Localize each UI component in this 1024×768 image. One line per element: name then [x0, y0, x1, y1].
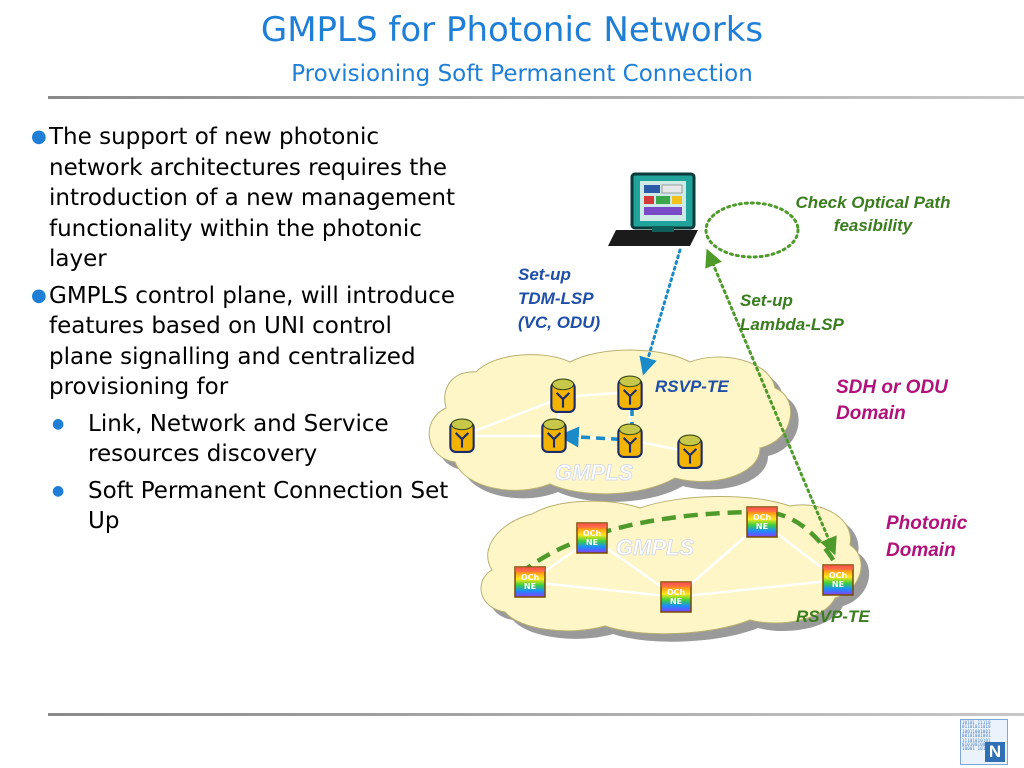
- rsvp-te-label-top: RSVP-TE: [655, 377, 729, 396]
- bullet-dot-icon: ●: [52, 415, 65, 432]
- check-label-line1: Check Optical Path: [796, 193, 951, 212]
- management-workstation-icon: [608, 172, 698, 246]
- sub-bullet-text: Link, Network and Service resources disc…: [88, 410, 389, 468]
- setup-lambda-line1: Set-up: [740, 291, 793, 310]
- och-node: OCh NE: [822, 564, 854, 596]
- company-logo: 10101 11110 01101011010 10011001001 0010…: [960, 719, 1008, 765]
- slide-subtitle: Provisioning Soft Permanent Connection: [291, 61, 753, 87]
- feasibility-loop: [704, 201, 800, 259]
- bullet-dot-icon: ●: [31, 284, 47, 306]
- bullet-item: ● The support of new photonic network ar…: [28, 122, 460, 275]
- bullet-text: GMPLS control plane, will introduce feat…: [49, 282, 456, 401]
- setup-tdm-label: Set-up TDM-LSP (VC, ODU): [518, 265, 601, 332]
- setup-tdm-line2: TDM-LSP: [518, 289, 594, 308]
- tdm-setup-arrow: [639, 248, 682, 376]
- lambda-setup-arrow: [705, 248, 837, 556]
- gmpls-label-top: GMPLS: [555, 460, 634, 485]
- check-feasibility-label: Check Optical Path feasibility: [796, 193, 951, 235]
- photonic-domain-label: Photonic Domain: [886, 513, 968, 561]
- setup-tdm-line1: Set-up: [518, 265, 571, 284]
- header-divider: [48, 96, 1024, 99]
- ne-label: NE: [670, 597, 682, 606]
- och-node: OCh NE: [660, 581, 692, 613]
- logo-bit-pattern: 10101 11110 01101011010 10011001001 0010…: [962, 720, 991, 752]
- sub-bullet-text: Soft Permanent Connection Set Up: [88, 477, 449, 535]
- bullet-text: The support of new photonic network arch…: [49, 124, 456, 272]
- sdh-domain-line2: Domain: [836, 403, 906, 424]
- ne-label: NE: [756, 522, 768, 531]
- sdh-domain-line1: SDH or ODU: [836, 377, 949, 398]
- setup-tdm-line3: (VC, ODU): [518, 313, 601, 332]
- ne-label: NE: [586, 538, 598, 547]
- gmpls-label-bottom: GMPLS: [616, 535, 695, 560]
- ne-label: NE: [524, 582, 536, 591]
- switch-node-icon: [449, 418, 475, 453]
- photonic-domain-line1: Photonic: [886, 513, 968, 534]
- ne-label: NE: [832, 580, 844, 589]
- och-label: OCh: [521, 573, 540, 582]
- setup-lambda-line2: Lambda-LSP: [740, 315, 845, 334]
- switch-node-icon: [677, 434, 703, 469]
- setup-lambda-label: Set-up Lambda-LSP: [740, 291, 845, 334]
- bullet-dot-icon: ●: [52, 482, 65, 499]
- och-node: OCh NE: [514, 566, 546, 598]
- slide-title: GMPLS for Photonic Networks: [260, 10, 764, 50]
- och-label: OCh: [583, 529, 602, 538]
- photonic-domain-line2: Domain: [886, 540, 956, 561]
- switch-node-icon: [541, 418, 567, 453]
- switch-node-icon: [617, 423, 643, 458]
- switch-node-icon: [550, 378, 576, 413]
- och-label: OCh: [753, 513, 772, 522]
- sub-bullet-item: ● Soft Permanent Connection Set Up: [28, 476, 460, 537]
- bullet-item: ● GMPLS control plane, will introduce fe…: [28, 281, 460, 403]
- bullet-list: ● The support of new photonic network ar…: [28, 122, 460, 537]
- check-label-line2: feasibility: [834, 216, 914, 235]
- sub-bullet-item: ● Link, Network and Service resources di…: [28, 409, 460, 470]
- sdh-domain-label: SDH or ODU Domain: [836, 377, 949, 424]
- och-node: OCh NE: [746, 506, 778, 538]
- och-label: OCh: [829, 571, 848, 580]
- bullet-dot-icon: ●: [31, 126, 47, 147]
- och-node: OCh NE: [576, 522, 608, 554]
- footer-divider: [48, 713, 1024, 716]
- switch-node-icon: [617, 375, 643, 410]
- logo-letter: N: [985, 742, 1005, 762]
- och-label: OCh: [667, 588, 686, 597]
- rsvp-te-label-bottom: RSVP-TE: [796, 607, 870, 626]
